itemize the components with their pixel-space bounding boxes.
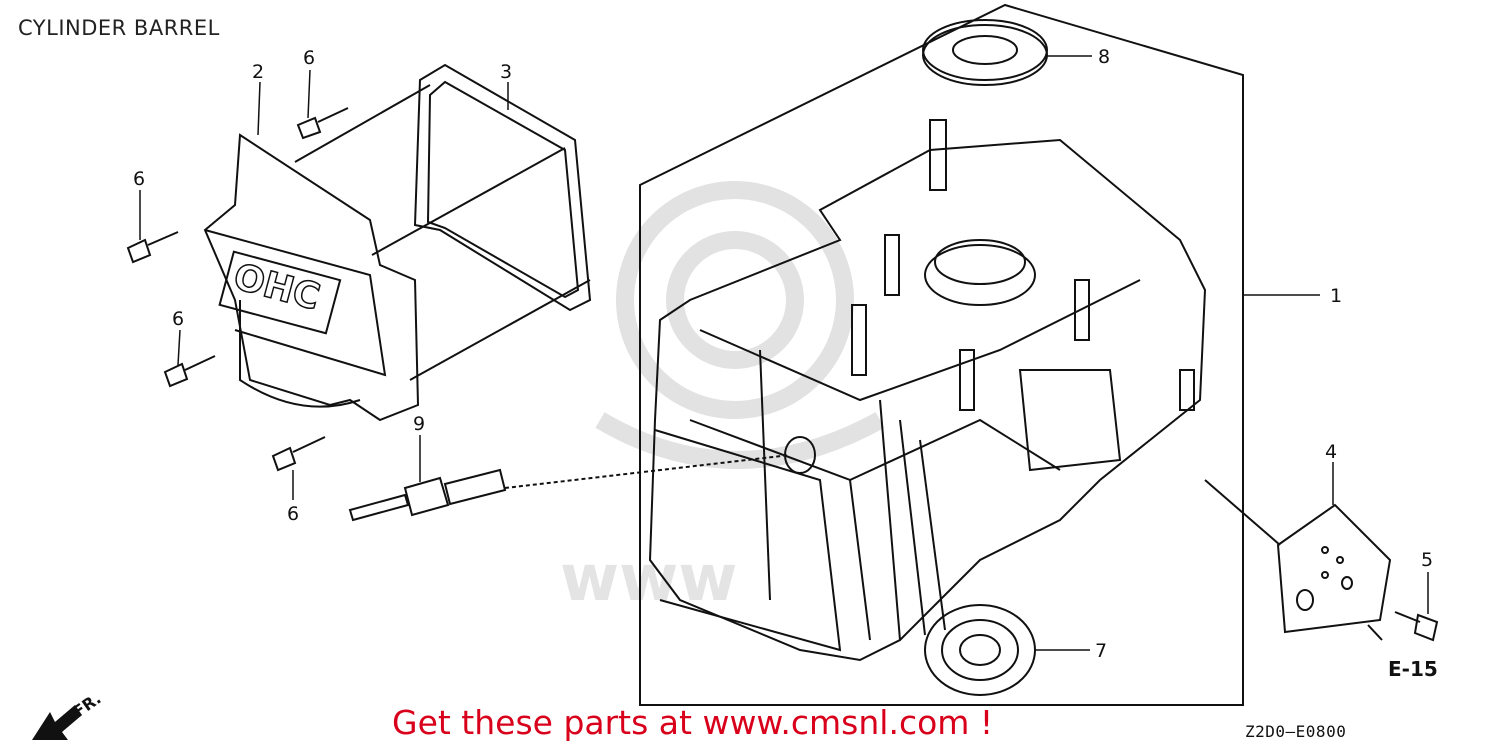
plate-part-4 xyxy=(1204,479,1392,634)
callout-3: 3 xyxy=(500,61,512,83)
oil-seal-part-8 xyxy=(922,19,1048,86)
cover-marking-ohc: OHC xyxy=(229,256,324,318)
spark-plug-part-9 xyxy=(348,454,791,522)
page-title: CYLINDER BARREL xyxy=(18,16,220,40)
promo-link-text[interactable]: Get these parts at www.cmsnl.com ! xyxy=(392,703,994,742)
bearing-part-7 xyxy=(924,604,1036,696)
callout-6d: 6 xyxy=(287,503,299,525)
head-cover-part-2 xyxy=(203,133,420,422)
callout-7: 7 xyxy=(1095,640,1107,662)
callout-6c: 6 xyxy=(172,308,184,330)
flange-bolts-part-6 xyxy=(126,107,349,472)
callout-6b: 6 xyxy=(133,168,145,190)
gasket-part-3 xyxy=(294,63,592,381)
bolt-leaders xyxy=(139,69,311,500)
callout-9: 9 xyxy=(413,413,425,435)
callout-1: 1 xyxy=(1330,285,1342,307)
front-direction-arrow-icon xyxy=(32,705,82,740)
reference-label: E-15 xyxy=(1388,657,1438,681)
callout-4: 4 xyxy=(1325,441,1337,463)
callout-2: 2 xyxy=(252,61,264,83)
watermark-text: www xyxy=(560,542,737,616)
watermark-logo xyxy=(595,181,885,469)
screw-part-5 xyxy=(1367,611,1439,642)
callout-5: 5 xyxy=(1421,549,1433,571)
callout-8: 8 xyxy=(1098,46,1110,68)
callout-6a: 6 xyxy=(303,47,315,69)
diagram-code: Z2D0–E0800 xyxy=(1245,722,1347,741)
assembly-frame xyxy=(639,3,1244,706)
crankcase-part-1 xyxy=(648,119,1207,662)
leader-2 xyxy=(257,81,261,136)
